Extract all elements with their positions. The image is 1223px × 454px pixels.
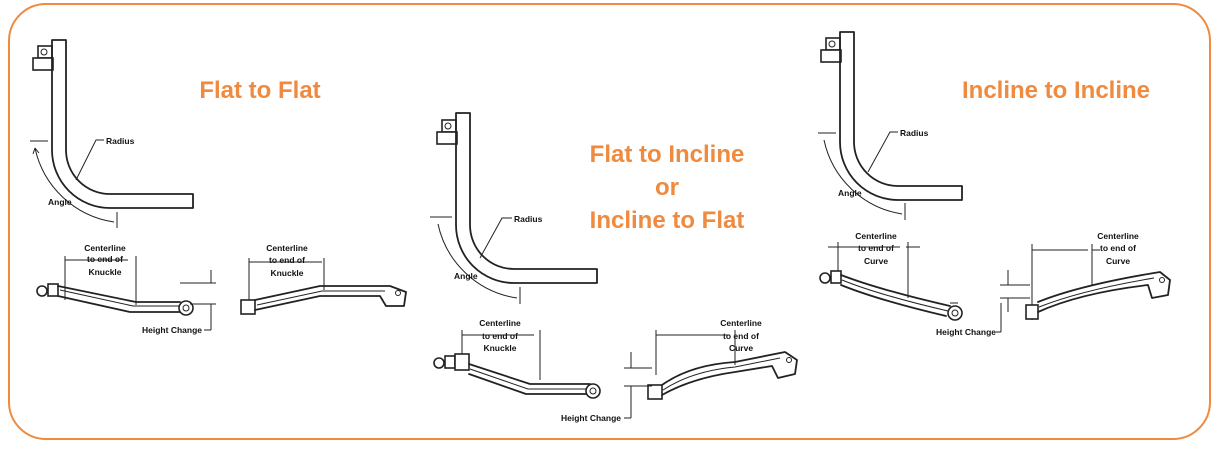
side-view-knuckle: Centerline to end of Knuckle <box>433 318 601 399</box>
side-view-curve-reverse: Centerline to end of Curve <box>1000 231 1171 320</box>
svg-text:to end of: to end of <box>87 254 123 264</box>
title-flat-to-incline: Flat to Incline <box>590 141 745 168</box>
side-view-curve: Centerline to end of Curve Height Change <box>561 318 798 423</box>
flat-to-incline-section: Flat to Incline or Incline to Flat Radiu… <box>430 112 798 423</box>
side-view-knuckle: Centerline to end of Knuckle Height Chan… <box>36 243 216 335</box>
top-view-curve <box>839 31 963 201</box>
drive-unit-icon <box>436 119 458 145</box>
svg-text:to end of: to end of <box>723 331 759 341</box>
svg-text:to end of: to end of <box>482 331 518 341</box>
svg-text:Curve: Curve <box>864 256 888 266</box>
svg-text:to end of: to end of <box>1100 243 1136 253</box>
side-view-curve: Centerline to end of Curve Height Change <box>819 231 1002 337</box>
title-incline-to-incline: Incline to Incline <box>962 77 1150 104</box>
angle-label: Angle <box>48 197 72 207</box>
svg-text:Height Change: Height Change <box>561 413 621 423</box>
radius-label: Radius <box>514 214 543 224</box>
svg-text:Centerline: Centerline <box>855 231 897 241</box>
title-flat-to-flat: Flat to Flat <box>199 77 320 104</box>
incline-to-incline-section: Incline to Incline Radius Angle Centerli… <box>818 31 1171 337</box>
svg-text:Curve: Curve <box>1106 256 1130 266</box>
drive-unit-icon <box>820 37 842 63</box>
flat-to-flat-section: Flat to Flat Radius Angle Centerline to … <box>30 39 407 335</box>
svg-text:Height Change: Height Change <box>142 325 202 335</box>
radius-label: Radius <box>106 136 135 146</box>
svg-text:Centerline: Centerline <box>720 318 762 328</box>
svg-text:Centerline: Centerline <box>479 318 521 328</box>
svg-text:Knuckle: Knuckle <box>270 268 303 278</box>
title-or: or <box>655 174 679 201</box>
top-view-curve <box>455 112 598 284</box>
svg-text:to end of: to end of <box>269 255 305 265</box>
title-incline-to-flat: Incline to Flat <box>590 207 745 234</box>
angle-label: Angle <box>454 271 478 281</box>
svg-text:Knuckle: Knuckle <box>88 267 121 277</box>
svg-text:Height Change: Height Change <box>936 327 996 337</box>
top-view-curve <box>51 39 194 209</box>
drive-unit-icon <box>32 45 54 71</box>
side-view-knuckle-reverse: Centerline to end of Knuckle <box>240 243 407 315</box>
svg-text:Knuckle: Knuckle <box>483 343 516 353</box>
svg-text:to end of: to end of <box>858 243 894 253</box>
svg-text:Centerline: Centerline <box>1097 231 1139 241</box>
panel-frame <box>8 3 1211 440</box>
svg-text:Centerline: Centerline <box>84 243 126 253</box>
svg-text:Curve: Curve <box>729 343 753 353</box>
svg-text:Centerline: Centerline <box>266 243 308 253</box>
angle-label: Angle <box>838 188 862 198</box>
radius-label: Radius <box>900 128 929 138</box>
